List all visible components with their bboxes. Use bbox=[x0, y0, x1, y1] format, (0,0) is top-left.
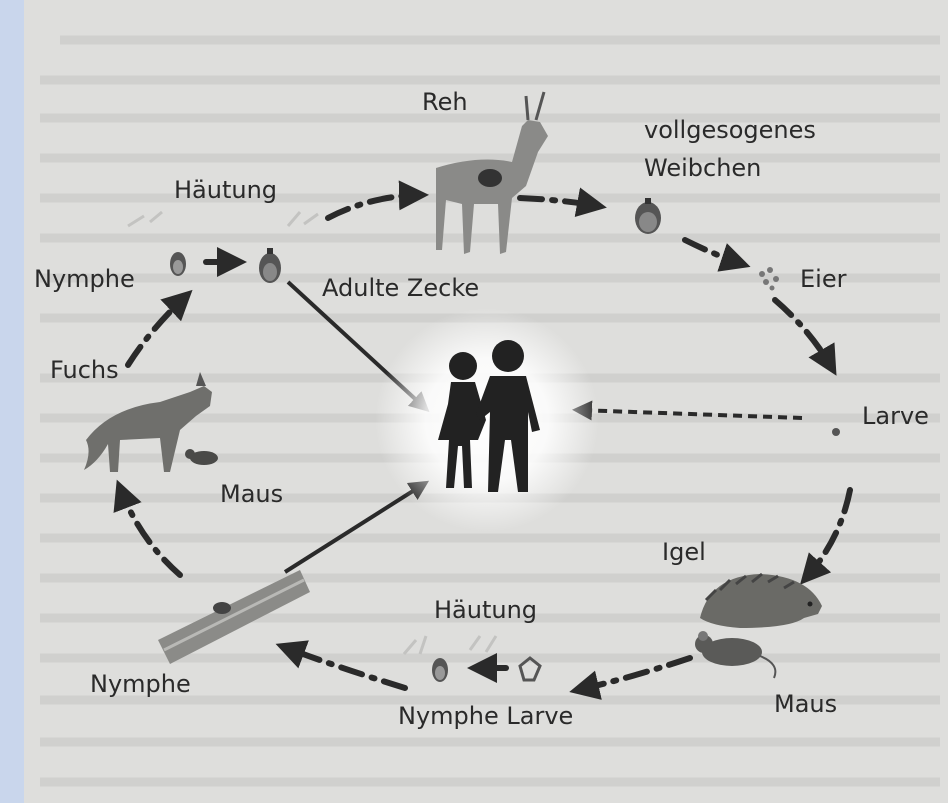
adult-tick-icon bbox=[259, 248, 281, 283]
arrow-fox-to-nymph bbox=[125, 289, 193, 368]
arrow-female-to-eggs bbox=[682, 237, 751, 272]
hedgehog-icon bbox=[700, 572, 822, 628]
label-haeutung-top: Häutung bbox=[174, 176, 277, 204]
fox-icon bbox=[84, 372, 212, 472]
mouse-icon bbox=[695, 631, 777, 679]
label-adulte-zecke: Adulte Zecke bbox=[322, 274, 479, 302]
label-nymphe-bottom-left: Nymphe bbox=[90, 670, 191, 698]
label-maus-right: Maus bbox=[774, 690, 837, 718]
grass-blade-icon bbox=[158, 570, 310, 664]
label-larve-right: Larve bbox=[862, 402, 929, 430]
label-eier: Eier bbox=[800, 265, 847, 293]
label-reh: Reh bbox=[422, 88, 468, 116]
deer-icon bbox=[436, 91, 548, 254]
mouse-small-icon bbox=[185, 449, 218, 465]
label-maus-left: Maus bbox=[220, 480, 283, 508]
label-fuchs: Fuchs bbox=[50, 356, 119, 384]
humans-icon bbox=[375, 308, 599, 532]
arrow-larva-to-hedgehog bbox=[800, 487, 853, 585]
arrow-grass-tick-to-humans bbox=[283, 480, 430, 574]
label-vollgesogenes: vollgesogenes bbox=[644, 116, 816, 144]
arrow-adult-to-deer bbox=[325, 180, 429, 221]
label-igel: Igel bbox=[662, 538, 706, 566]
tick-eggs-icon bbox=[759, 267, 779, 291]
arrow-grass-to-fox bbox=[113, 479, 183, 578]
engorged-female-tick-icon bbox=[635, 198, 661, 234]
arrow-deer-to-female bbox=[517, 187, 607, 218]
arrow-mouse-to-larva-bottom bbox=[569, 655, 693, 700]
label-nymphe-larve: Nymphe Larve bbox=[398, 702, 573, 730]
larva-icon bbox=[832, 428, 840, 436]
label-nymphe-top: Nymphe bbox=[34, 265, 135, 293]
larva-tick-icon bbox=[518, 656, 542, 682]
nymph-top-icon bbox=[170, 252, 186, 276]
arrow-eggs-to-larva bbox=[772, 297, 837, 376]
molting-ghosts-bottom bbox=[402, 635, 498, 655]
arrow-nymph-to-grass bbox=[275, 640, 408, 691]
label-haeutung-bottom: Häutung bbox=[434, 596, 537, 624]
cycle-arrows bbox=[113, 180, 853, 700]
arrow-larva-to-humans bbox=[572, 400, 803, 421]
label-weibchen: Weibchen bbox=[644, 154, 761, 182]
nymph-tick-icon bbox=[432, 658, 448, 682]
molting-ghosts-top bbox=[127, 210, 319, 228]
